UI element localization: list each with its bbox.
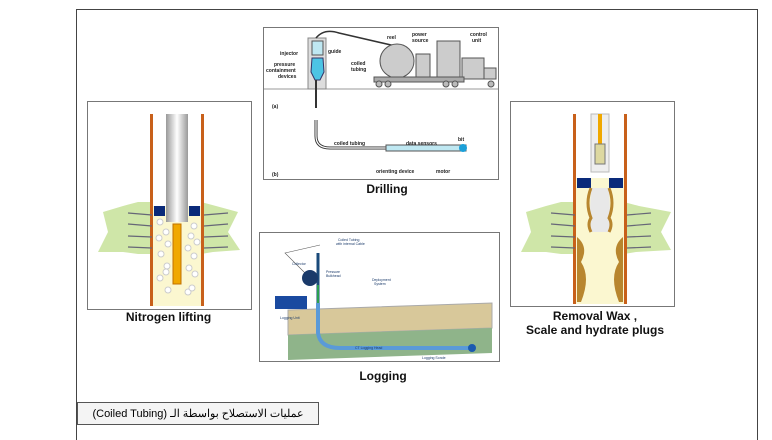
label-orienting-device: orienting device	[376, 169, 415, 175]
caption-removal-line1: Removal Wax ,	[552, 309, 638, 323]
nitrogen-jet	[172, 223, 182, 285]
label-deployment: Deployment	[372, 278, 391, 282]
slide-footer-title: عمليات الاستصلاح بواسطة الـ (Coiled Tubi…	[77, 402, 319, 425]
label-coiled-tubing: coiled tubing	[334, 141, 365, 147]
nitrogen-bubbles	[155, 218, 201, 296]
label-control: control	[470, 32, 488, 38]
nitrogen-lifting-diagram	[98, 114, 240, 306]
perforations	[127, 212, 229, 249]
casing-left	[150, 114, 153, 306]
caption-drilling: Drilling	[366, 182, 408, 196]
drilling-figure: injector guide pressure containment devi…	[263, 27, 499, 180]
label-internal-cable: with internal Cable	[336, 242, 365, 246]
label-devices: devices	[278, 74, 297, 80]
label-system: System	[374, 282, 386, 286]
caption-removal-line2: Scale and hydrate plugs	[525, 323, 665, 337]
logging-diagram: Coiled Tubing with internal Cable Collec…	[275, 238, 493, 360]
label-bit: bit	[458, 137, 464, 143]
packer	[189, 206, 200, 216]
caption-nitrogen-lifting: Nitrogen lifting	[125, 310, 212, 324]
label-logging-sonde: Logging Sonde	[422, 356, 446, 360]
label-pressure: Pressure	[326, 270, 340, 274]
label-coiled: coiled	[351, 61, 365, 67]
label-unit: unit	[472, 38, 481, 44]
coiled-tubing	[166, 114, 188, 222]
label-pressure: pressure	[274, 62, 295, 68]
label-reel: reel	[387, 35, 397, 41]
footer-text: عمليات الاستصلاح بواسطة الـ (Coiled Tubi…	[92, 408, 304, 420]
label-b: (b)	[272, 172, 279, 178]
label-guide: guide	[328, 49, 342, 55]
label-logging-unit: Logging Unit	[280, 316, 300, 320]
label-ct-logging-head: CT Logging Head	[355, 346, 382, 350]
label-containment: containment	[266, 68, 296, 74]
label-motor: motor	[436, 169, 450, 175]
label-coiled-tubing: Coiled Tubing	[338, 238, 359, 242]
label-power: power	[412, 32, 427, 38]
removal-diagram	[521, 113, 671, 304]
label-data-sensors: data sensors	[406, 141, 437, 147]
nitrogen-lifting-figure	[87, 101, 252, 310]
label-source: source	[412, 38, 429, 44]
label-bulkhead: Bulkhead	[326, 274, 341, 278]
caption-logging: Logging	[359, 369, 407, 383]
casing-right	[201, 114, 204, 306]
logging-figure: Coiled Tubing with internal Cable Collec…	[259, 232, 500, 362]
label-a: (a)	[272, 104, 278, 110]
label-collector: Collector	[292, 262, 307, 266]
drilling-diagram: injector guide pressure containment devi…	[264, 30, 498, 178]
removal-figure	[510, 101, 675, 307]
slide-frame	[76, 9, 758, 440]
label-injector: injector	[280, 51, 298, 57]
packer	[154, 206, 165, 216]
label-tubing: tubing	[351, 67, 366, 73]
